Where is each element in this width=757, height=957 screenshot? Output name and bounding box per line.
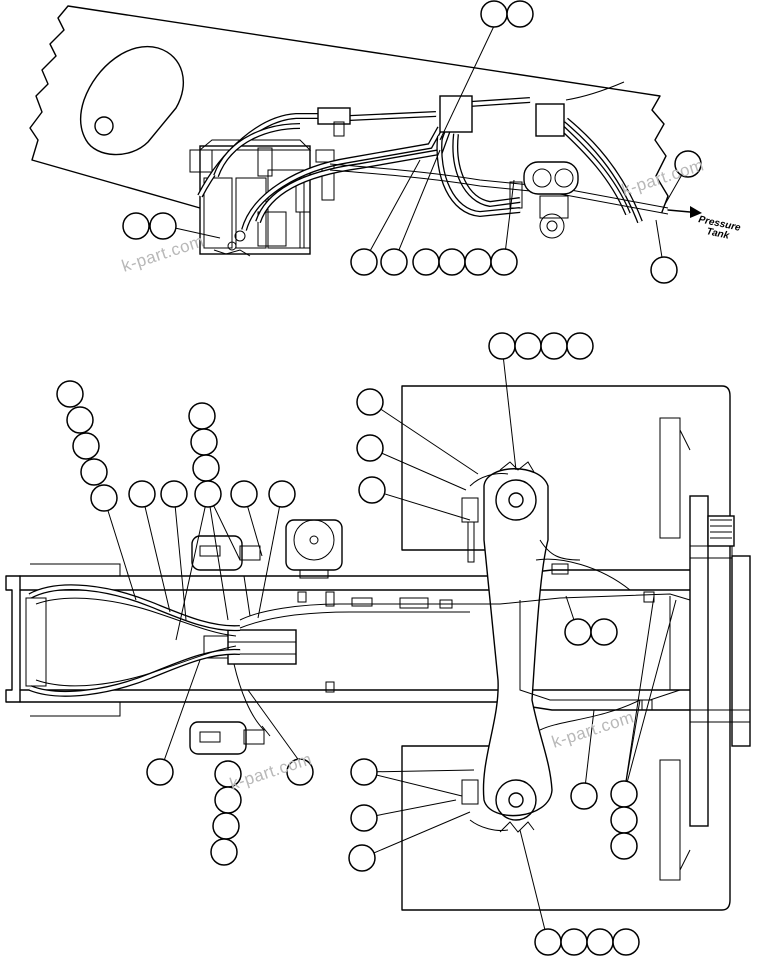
- callout-balloon: [146, 758, 174, 786]
- callout-balloon: [610, 780, 638, 808]
- callout-balloon: [80, 458, 108, 486]
- tank-top: [285, 519, 343, 579]
- callout-balloon: [160, 480, 188, 508]
- center-drum: [203, 629, 297, 665]
- callout-balloon: [586, 928, 614, 956]
- callout-balloon: [540, 332, 568, 360]
- axle-housing: [689, 495, 709, 827]
- chassis-outline: [401, 385, 731, 911]
- swing-arm: [461, 461, 553, 833]
- pressure-arrow: [667, 209, 691, 213]
- lower-plan-view: [5, 385, 751, 911]
- callout-balloon: [356, 388, 384, 416]
- watermark: k-part.com: [227, 749, 314, 793]
- callout-balloon: [149, 212, 177, 240]
- callout-balloon: [570, 782, 598, 810]
- frame-hole: [94, 116, 114, 136]
- motor-top: [191, 535, 261, 571]
- callout-balloon: [210, 838, 238, 866]
- frame-end-left: [5, 575, 21, 703]
- callout-balloon: [190, 428, 218, 456]
- valve-block-right: [535, 103, 565, 137]
- callout-balloon: [590, 618, 618, 646]
- callout-balloon: [286, 758, 314, 786]
- callout-balloon: [230, 480, 258, 508]
- callout-balloon: [90, 484, 118, 512]
- callout-balloon: [350, 758, 378, 786]
- callout-balloon: [56, 380, 84, 408]
- callout-balloon: [560, 928, 588, 956]
- callout-balloon: [348, 844, 376, 872]
- callouts: [56, 0, 702, 956]
- callout-balloon: [350, 804, 378, 832]
- callout-balloon: [490, 248, 518, 276]
- callout-balloon: [358, 476, 386, 504]
- watermark: k-part.com: [549, 707, 636, 751]
- callout-balloon: [610, 806, 638, 834]
- callout-balloon: [412, 248, 440, 276]
- motor-bottom: [189, 721, 265, 755]
- mounting-bracket: [509, 161, 579, 239]
- callout-balloon: [380, 248, 408, 276]
- upper-side-view: Pressure Tank: [29, 5, 742, 257]
- callout-balloon: [674, 150, 702, 178]
- callout-balloon: [356, 434, 384, 462]
- callout-balloon: [438, 248, 466, 276]
- callout-balloon: [350, 248, 378, 276]
- callout-balloon: [122, 212, 150, 240]
- callout-balloon: [188, 402, 216, 430]
- callout-balloon: [534, 928, 562, 956]
- callout-balloon: [650, 256, 678, 284]
- callout-balloon: [464, 248, 492, 276]
- lower-hoses: [28, 539, 691, 731]
- frame-oval-opening: [79, 45, 184, 156]
- valve-block-center: [439, 95, 473, 133]
- callout-balloon: [506, 0, 534, 28]
- frame-outline: [29, 5, 669, 213]
- callout-balloon: [212, 812, 240, 840]
- callout-balloon: [128, 480, 156, 508]
- callout-balloon: [268, 480, 296, 508]
- pressure-tank-label-line2: Tank: [705, 226, 730, 242]
- callout-balloon: [612, 928, 640, 956]
- callout-balloon: [66, 406, 94, 434]
- callout-balloon: [566, 332, 594, 360]
- callout-balloon: [480, 0, 508, 28]
- callout-balloon: [72, 432, 100, 460]
- callout-balloon: [488, 332, 516, 360]
- wheel-gear: [707, 515, 735, 547]
- callout-balloon: [192, 454, 220, 482]
- callout-balloon: [610, 832, 638, 860]
- callout-balloon: [564, 618, 592, 646]
- rail-fittings: [297, 563, 655, 711]
- callout-balloon: [514, 332, 542, 360]
- callout-balloon: [194, 480, 222, 508]
